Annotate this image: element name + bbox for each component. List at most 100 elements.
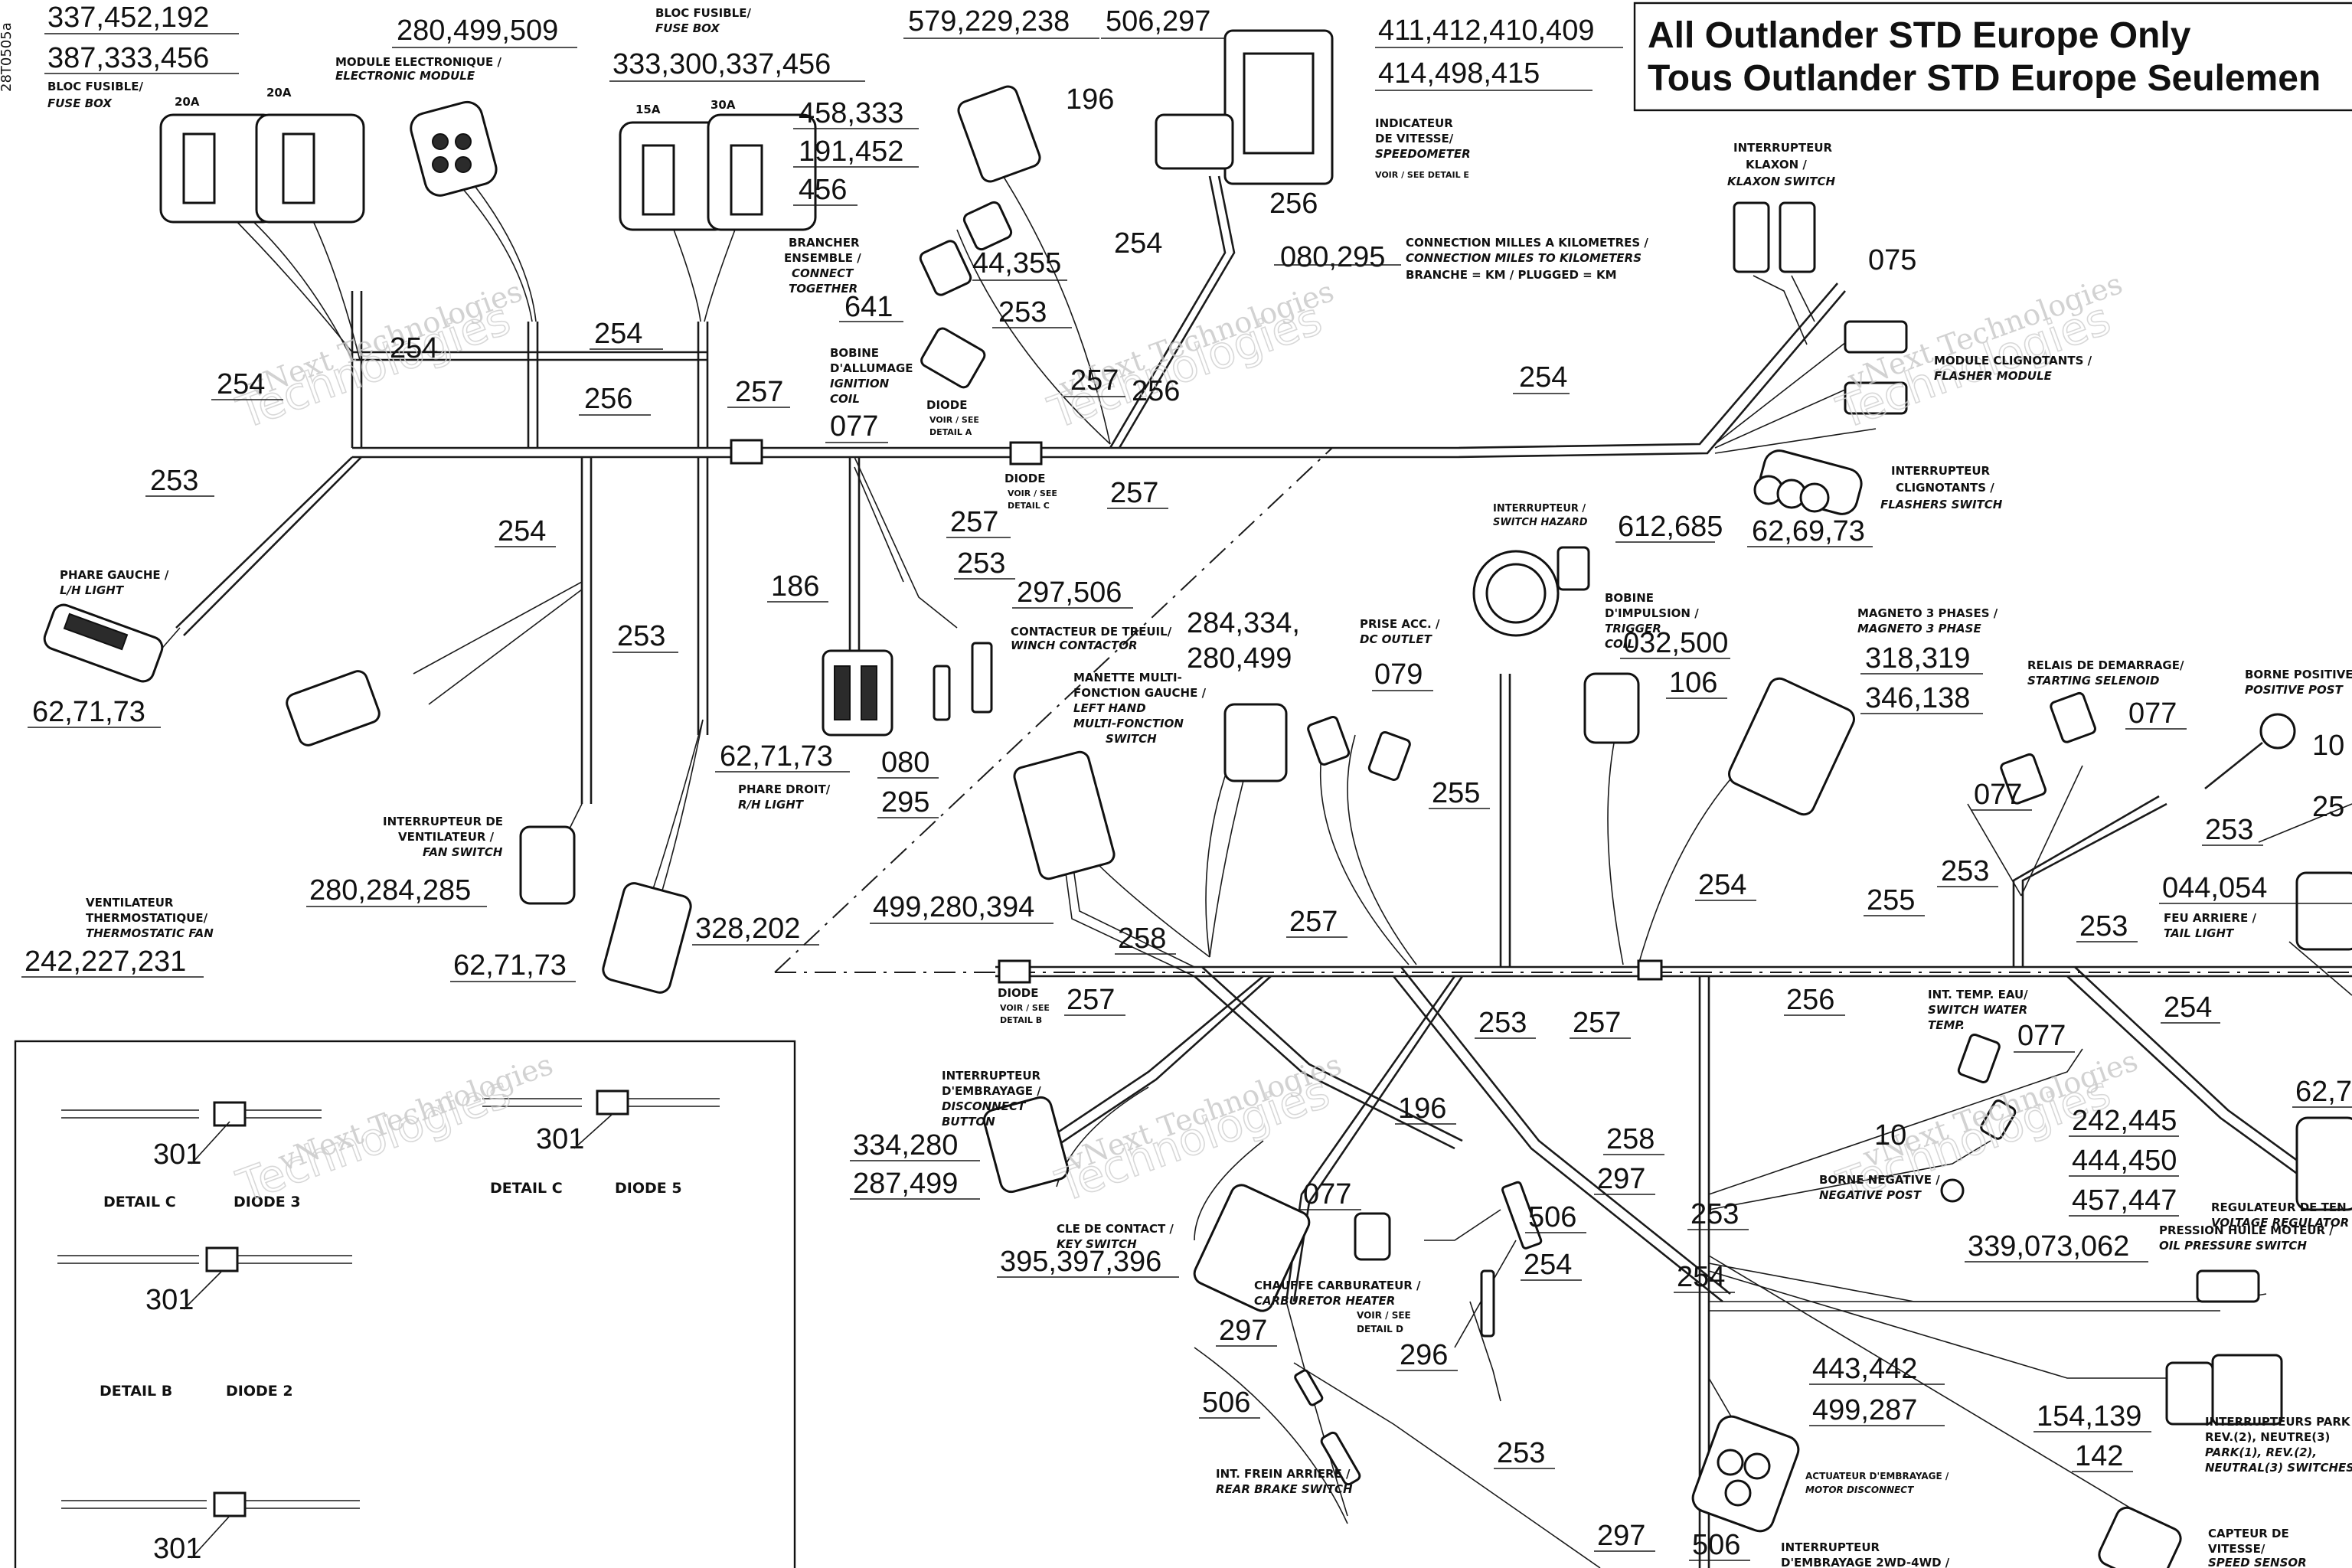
positive-post-ring (2204, 713, 2296, 790)
part-number: 297,506 (1017, 577, 1122, 609)
part-number: 196 (1066, 83, 1114, 116)
part-number: 457,447 (2072, 1184, 2177, 1217)
thermostatic-fan-connector (286, 670, 381, 746)
disconnect-button (982, 1096, 1070, 1194)
part-number: 253 (957, 547, 1005, 580)
part-number: 641 (844, 291, 893, 323)
part-number: 255 (1867, 884, 1915, 916)
part-number: 254 (1698, 869, 1746, 901)
part-number: 253 (1690, 1198, 1739, 1230)
connect-together-label-en: CONNECT (792, 266, 854, 280)
flashers-switch-label: CLIGNOTANTS / (1896, 481, 1994, 495)
part-number: 256 (1132, 375, 1180, 407)
part-number: 328,202 (695, 913, 800, 945)
hazard-switch-label: INTERRUPTEUR / (1493, 503, 1586, 514)
part-number: 253 (1497, 1437, 1545, 1469)
part-number: 62,71,7 (2295, 1076, 2352, 1108)
part-number: 256 (584, 383, 632, 415)
park-switches-label-en: NEUTRAL(3) SWITCHES (2205, 1461, 2352, 1475)
part-number: 337,452,192 (47, 2, 209, 34)
detail-part-301-c: 301 (145, 1284, 194, 1316)
speed-sensor-label: VITESSE/ (2208, 1542, 2265, 1556)
part-number: 254 (1519, 361, 1567, 394)
dc-outlet-label-en: DC OUTLET (1360, 632, 1433, 646)
trigger-coil-label-en: COIL (1605, 637, 1635, 651)
part-number: 257 (1573, 1007, 1621, 1039)
part-number: 444,450 (2072, 1145, 2177, 1177)
part-number: 579,229,238 (908, 5, 1070, 38)
part-number: 44,355 (972, 247, 1061, 279)
diode-b-ref: DETAIL B (1000, 1015, 1042, 1025)
part-number: 254 (1677, 1261, 1725, 1293)
diode-4-detail (61, 1491, 360, 1517)
fan-switch-connector (519, 825, 576, 905)
part-number: 191,452 (799, 136, 903, 168)
speedometer-label: DE VITESSE/ (1375, 132, 1454, 145)
part-number: 077 (1974, 779, 2022, 811)
connect-together-label-en: TOGETHER (789, 282, 858, 296)
part-number: 295 (881, 786, 929, 818)
lh-light-label-en: L/H LIGHT (60, 583, 125, 597)
disconnect-button-label-en: BUTTON (942, 1115, 995, 1129)
part-number: 257 (950, 506, 998, 538)
part-number: 253 (2079, 910, 2128, 942)
part-number: 254 (1524, 1249, 1572, 1281)
thermostatic-fan-label-en: THERMOSTATIC FAN (86, 926, 214, 940)
flashers-switch-label-en: FLASHERS SWITCH (1880, 498, 2003, 511)
voltage-regulator-label-en: VOLTAGE REGULATOR (2211, 1216, 2349, 1230)
flasher-module-label-en: FLASHER MODULE (1934, 369, 2053, 383)
part-number: 080,295 (1280, 241, 1385, 273)
part-number: 62,71,73 (720, 740, 833, 773)
part-number: 077 (2017, 1020, 2066, 1052)
2wd-4wd-switch-label: D'EMBRAYAGE 2WD-4WD / (1781, 1556, 1950, 1568)
fuse-rating-label: 20A (175, 95, 200, 109)
motor-disconnect (1691, 1415, 1800, 1533)
hazard-switch-label-en: SWITCH HAZARD (1493, 517, 1588, 528)
water-temp-label-en: TEMP. (1928, 1018, 1965, 1032)
water-temp-label-en: SWITCH WATER (1928, 1003, 2027, 1017)
part-number: 297 (1219, 1315, 1267, 1347)
part-number: 499,280,394 (873, 891, 1034, 923)
ignition-coil-label: BOBINE (830, 346, 879, 360)
disconnect-button-label: INTERRUPTEUR (942, 1069, 1041, 1083)
part-number: 257 (1067, 984, 1115, 1016)
oil-pressure-label: PRESSION HUILE MOTEUR / (2159, 1223, 2334, 1237)
part-number: 280,499 (1187, 642, 1292, 675)
ignition-coil-label: D'ALLUMAGE (830, 361, 913, 375)
components (43, 29, 2352, 1568)
fuse-box-label-en: FUSE BOX (47, 96, 113, 110)
motor-disconnect-label-en: MOTOR DISCONNECT (1805, 1485, 1914, 1495)
park-switches-label-en: PARK(1), REV.(2), (2205, 1446, 2317, 1459)
part-number: 506 (1692, 1529, 1740, 1561)
part-number: 318,319 (1865, 642, 1970, 675)
electronic-module-label-en: ELECTRONIC MODULE (335, 69, 475, 83)
connect-together-connectors (919, 201, 1013, 296)
speedometer-label: INDICATEUR (1375, 116, 1453, 130)
part-number: 142 (2075, 1440, 2123, 1472)
part-number: 506,297 (1106, 5, 1210, 38)
electronic-module-connector (410, 100, 498, 197)
part-number: 62,71,73 (453, 949, 567, 982)
diode-mid (1637, 959, 1663, 981)
part-number: 297 (1597, 1163, 1645, 1195)
part-number: 339,073,062 (1968, 1230, 2129, 1263)
part-number: 411,412,410,409 (1378, 15, 1594, 47)
ignition-coil (920, 327, 986, 389)
part-number: 080 (881, 746, 929, 779)
part-number: 506 (1528, 1201, 1576, 1233)
fan-switch-label: INTERRUPTEUR DE (383, 815, 503, 828)
multifunction-label-en: LEFT HAND (1073, 701, 1146, 715)
part-number: 106 (1669, 667, 1717, 699)
detail-c-label-1: DETAIL C (103, 1194, 176, 1210)
oil-pressure-label-en: OIL PRESSURE SWITCH (2159, 1239, 2307, 1253)
rear-brake-switch (1294, 1369, 1361, 1486)
diode-c-ref: VOIR / SEE (1008, 488, 1057, 498)
part-number: 456 (799, 174, 847, 206)
part-number: 253 (617, 620, 665, 652)
detail-part-301-b: 301 (536, 1123, 584, 1155)
dc-outlet-terminals (1307, 715, 1411, 781)
part-number: 10 (2312, 730, 2344, 762)
diode-c-ref: DETAIL C (1008, 501, 1050, 511)
disconnect-button-label: D'EMBRAYAGE / (942, 1084, 1041, 1098)
fuse-rating-label: 30A (710, 98, 736, 112)
